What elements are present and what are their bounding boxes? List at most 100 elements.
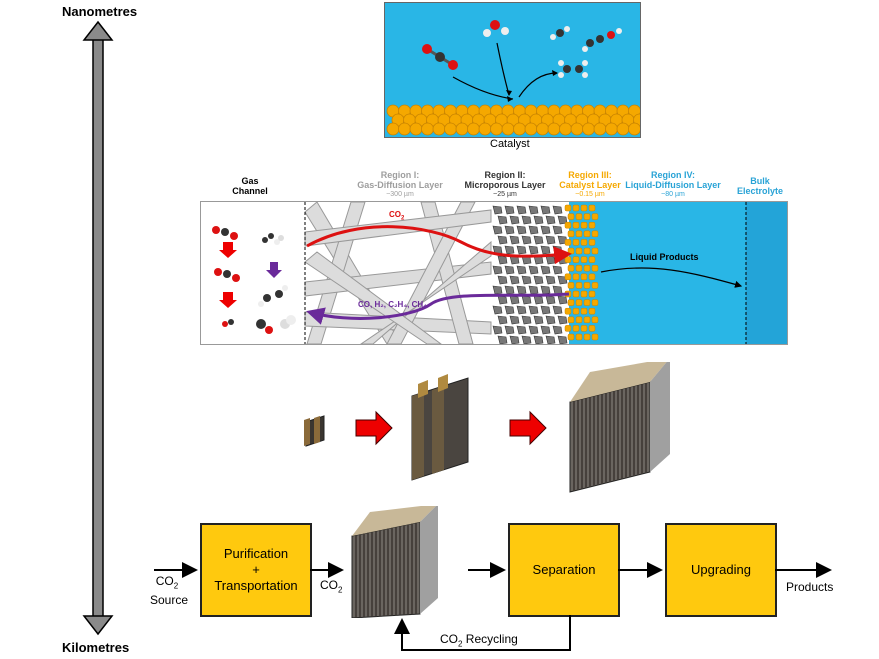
- scale-top-label: Nanometres: [62, 4, 138, 19]
- mpl-particle: [552, 325, 563, 335]
- gdl-fibers: [304, 202, 492, 344]
- catalyst-particle: [501, 122, 515, 136]
- mpl-particle: [497, 275, 508, 285]
- mpl-particle: [504, 285, 515, 295]
- mpl-particle: [552, 245, 563, 255]
- scale-up-row: [304, 362, 670, 493]
- cl-particle: [591, 247, 599, 255]
- catalyst-particle: [490, 122, 503, 136]
- cl-particle: [575, 247, 583, 255]
- co2-recycling-label: CO2 Recycling: [440, 632, 518, 649]
- cl-particle: [580, 256, 588, 263]
- cl-particle: [588, 256, 596, 263]
- region3-header: Region III: Catalyst Layer ~0.15 µm: [559, 170, 621, 198]
- cl-particle: [572, 290, 580, 298]
- mpl-particle: [516, 245, 527, 255]
- mpl-particle: [528, 285, 539, 295]
- cl-particle: [588, 307, 596, 315]
- cl-particle: [564, 325, 572, 332]
- cl-particle: [580, 204, 588, 212]
- cl-particle: [567, 282, 575, 289]
- mpl-particle: [552, 225, 563, 235]
- mpl-particle: [552, 265, 563, 275]
- cl-particle: [591, 299, 599, 306]
- mpl-particle: [521, 215, 532, 225]
- cl-particle: [588, 204, 596, 212]
- cl-particle: [572, 256, 580, 263]
- mpl-particle: [509, 275, 520, 285]
- catalyst-particle: [467, 122, 480, 136]
- mpl-particle: [516, 265, 527, 275]
- mpl-particle: [533, 275, 544, 285]
- mpl-particle: [497, 215, 508, 225]
- catalyst-particle: [478, 122, 492, 136]
- cl-particle: [567, 264, 575, 272]
- cl-particle: [583, 213, 591, 220]
- cl-particle: [575, 230, 583, 238]
- mpl-particle: [509, 315, 520, 325]
- mpl-particle: [540, 245, 551, 255]
- cl-particle: [588, 239, 596, 246]
- mpl-particle: [504, 245, 515, 255]
- right-arrow-1: [355, 410, 393, 446]
- microporous-particles: [492, 205, 568, 344]
- cl-particle: [583, 264, 591, 272]
- products-label: Products: [786, 580, 834, 594]
- mpl-particle: [552, 285, 563, 295]
- cl-particle: [588, 221, 596, 229]
- cl-particle: [575, 316, 583, 324]
- cl-particle: [572, 307, 580, 315]
- mpl-particle: [497, 235, 508, 245]
- small-cell-icon: [304, 415, 325, 447]
- co2-source-label: CO2 Source: [150, 574, 189, 608]
- cl-particle: [567, 230, 575, 238]
- mpl-particle: [504, 265, 515, 275]
- catalyst-particle: [524, 122, 538, 136]
- cl-particle: [580, 290, 588, 298]
- mpl-particle: [521, 275, 532, 285]
- separation-box: Separation: [508, 523, 620, 617]
- mpl-particle: [545, 235, 556, 245]
- mpl-particle: [504, 225, 515, 235]
- mpl-particle: [533, 335, 544, 344]
- cl-particle: [591, 333, 599, 341]
- mpl-particle: [516, 225, 527, 235]
- mpl-particle: [533, 215, 544, 225]
- cl-particle: [580, 273, 588, 281]
- mpl-particle: [533, 315, 544, 325]
- cl-particle: [567, 213, 575, 220]
- large-stack-icon: [569, 362, 670, 493]
- catalyst-particle: [513, 122, 526, 136]
- cl-particle: [567, 299, 575, 306]
- mpl-particle: [540, 305, 551, 315]
- cl-particle: [567, 333, 575, 341]
- mpl-particle: [521, 335, 532, 344]
- catalyst-particle: [421, 122, 434, 136]
- scale-bottom-label: Kilometres: [62, 640, 130, 655]
- liquid-products-label: Liquid Products: [630, 252, 699, 262]
- mpl-particle: [497, 315, 508, 325]
- cl-particle: [572, 325, 580, 332]
- region4-header: Region IV: Liquid-Diffusion Layer ~80 µm: [625, 170, 721, 198]
- bulk-electrolyte-header: Bulk Electrolyte: [736, 176, 784, 196]
- gas-channel-molecules: [212, 226, 296, 334]
- cl-particle: [583, 333, 591, 341]
- reaction-arrows: [452, 42, 558, 100]
- mpl-particle: [497, 295, 508, 305]
- mpl-particle: [545, 255, 556, 265]
- mpl-particle: [504, 205, 515, 215]
- cl-particle: [591, 264, 599, 272]
- catalyst-particle: [386, 122, 400, 136]
- cl-particle: [580, 325, 588, 332]
- co2-flow-label: CO2: [389, 210, 405, 222]
- mpl-particle: [516, 305, 527, 315]
- cl-particle: [580, 239, 588, 246]
- mpl-particle: [528, 305, 539, 315]
- catalyst-particle: [455, 122, 469, 136]
- product-molecules: [550, 26, 622, 78]
- mpl-particle: [540, 205, 551, 215]
- cl-particle: [588, 290, 596, 298]
- cl-particle: [580, 307, 588, 315]
- mpl-particle: [533, 235, 544, 245]
- cl-particle: [564, 273, 572, 281]
